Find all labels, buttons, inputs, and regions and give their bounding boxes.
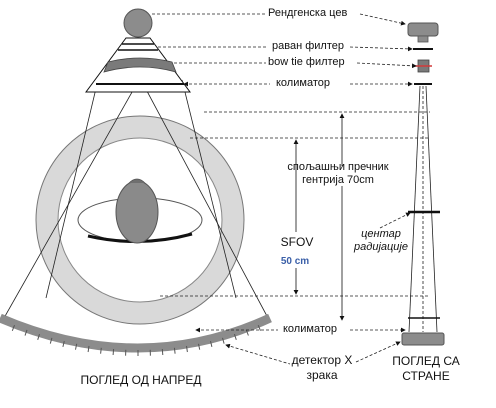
detector-tick bbox=[24, 329, 28, 336]
label-xray-tube: Рендгенска цев bbox=[268, 7, 348, 19]
label-detector-1: детектор X bbox=[291, 353, 353, 367]
detector-tick bbox=[198, 343, 201, 350]
detector-tick bbox=[161, 348, 164, 356]
detector-arc bbox=[0, 313, 272, 353]
detector-tick bbox=[87, 345, 90, 353]
label-side-view-1: ПОГЛЕД СА bbox=[392, 354, 460, 368]
detector-tick bbox=[11, 325, 15, 331]
detector-tick bbox=[210, 340, 213, 348]
side-beam bbox=[408, 85, 438, 333]
label-sfov-size: 50 cm bbox=[280, 256, 310, 267]
label-outer-diameter-2: гентрија 70cm bbox=[302, 174, 374, 186]
leader-lines bbox=[152, 13, 430, 365]
patient-head bbox=[115, 178, 159, 244]
x-ray-fan-beam bbox=[3, 77, 269, 319]
detector-tick bbox=[37, 333, 40, 340]
detector-tick bbox=[75, 343, 78, 350]
center-radiation-pointer bbox=[379, 212, 411, 229]
label-center-radiation-2: радијације bbox=[354, 241, 408, 253]
label-outer-diameter-1: спољашњи пречник bbox=[287, 161, 389, 173]
label-side-view-2: СТРАНЕ bbox=[402, 369, 450, 383]
detector-tick bbox=[233, 333, 237, 340]
label-center-radiation-1: центар bbox=[361, 228, 401, 240]
label-collimator-bottom: колиматор bbox=[283, 323, 337, 335]
detector-tick bbox=[62, 340, 65, 348]
label-detector-2: зрака bbox=[306, 368, 338, 382]
side-tube bbox=[407, 22, 439, 43]
label-bowtie-filter: bow tie филтер bbox=[268, 56, 345, 68]
detector-tick bbox=[49, 337, 53, 344]
detector-tick bbox=[173, 347, 176, 354]
x-ray-tube bbox=[123, 8, 153, 38]
label-collimator-top: колиматор bbox=[276, 77, 330, 89]
detector-tick bbox=[186, 345, 188, 353]
detector-tick bbox=[245, 329, 249, 336]
bowtie-filter bbox=[103, 57, 177, 73]
detector-tick bbox=[257, 325, 261, 331]
side-detector bbox=[401, 332, 445, 346]
detector-ticks bbox=[11, 325, 261, 356]
side-filters bbox=[413, 48, 433, 85]
label-sfov: SFOV bbox=[280, 235, 314, 249]
label-flat-filter: раван филтер bbox=[272, 40, 344, 52]
detector-tick bbox=[112, 348, 115, 356]
detector-tick bbox=[222, 337, 225, 344]
detector-tick bbox=[100, 347, 102, 354]
label-front-view: ПОГЛЕД ОД НАПРЕД bbox=[80, 373, 202, 387]
